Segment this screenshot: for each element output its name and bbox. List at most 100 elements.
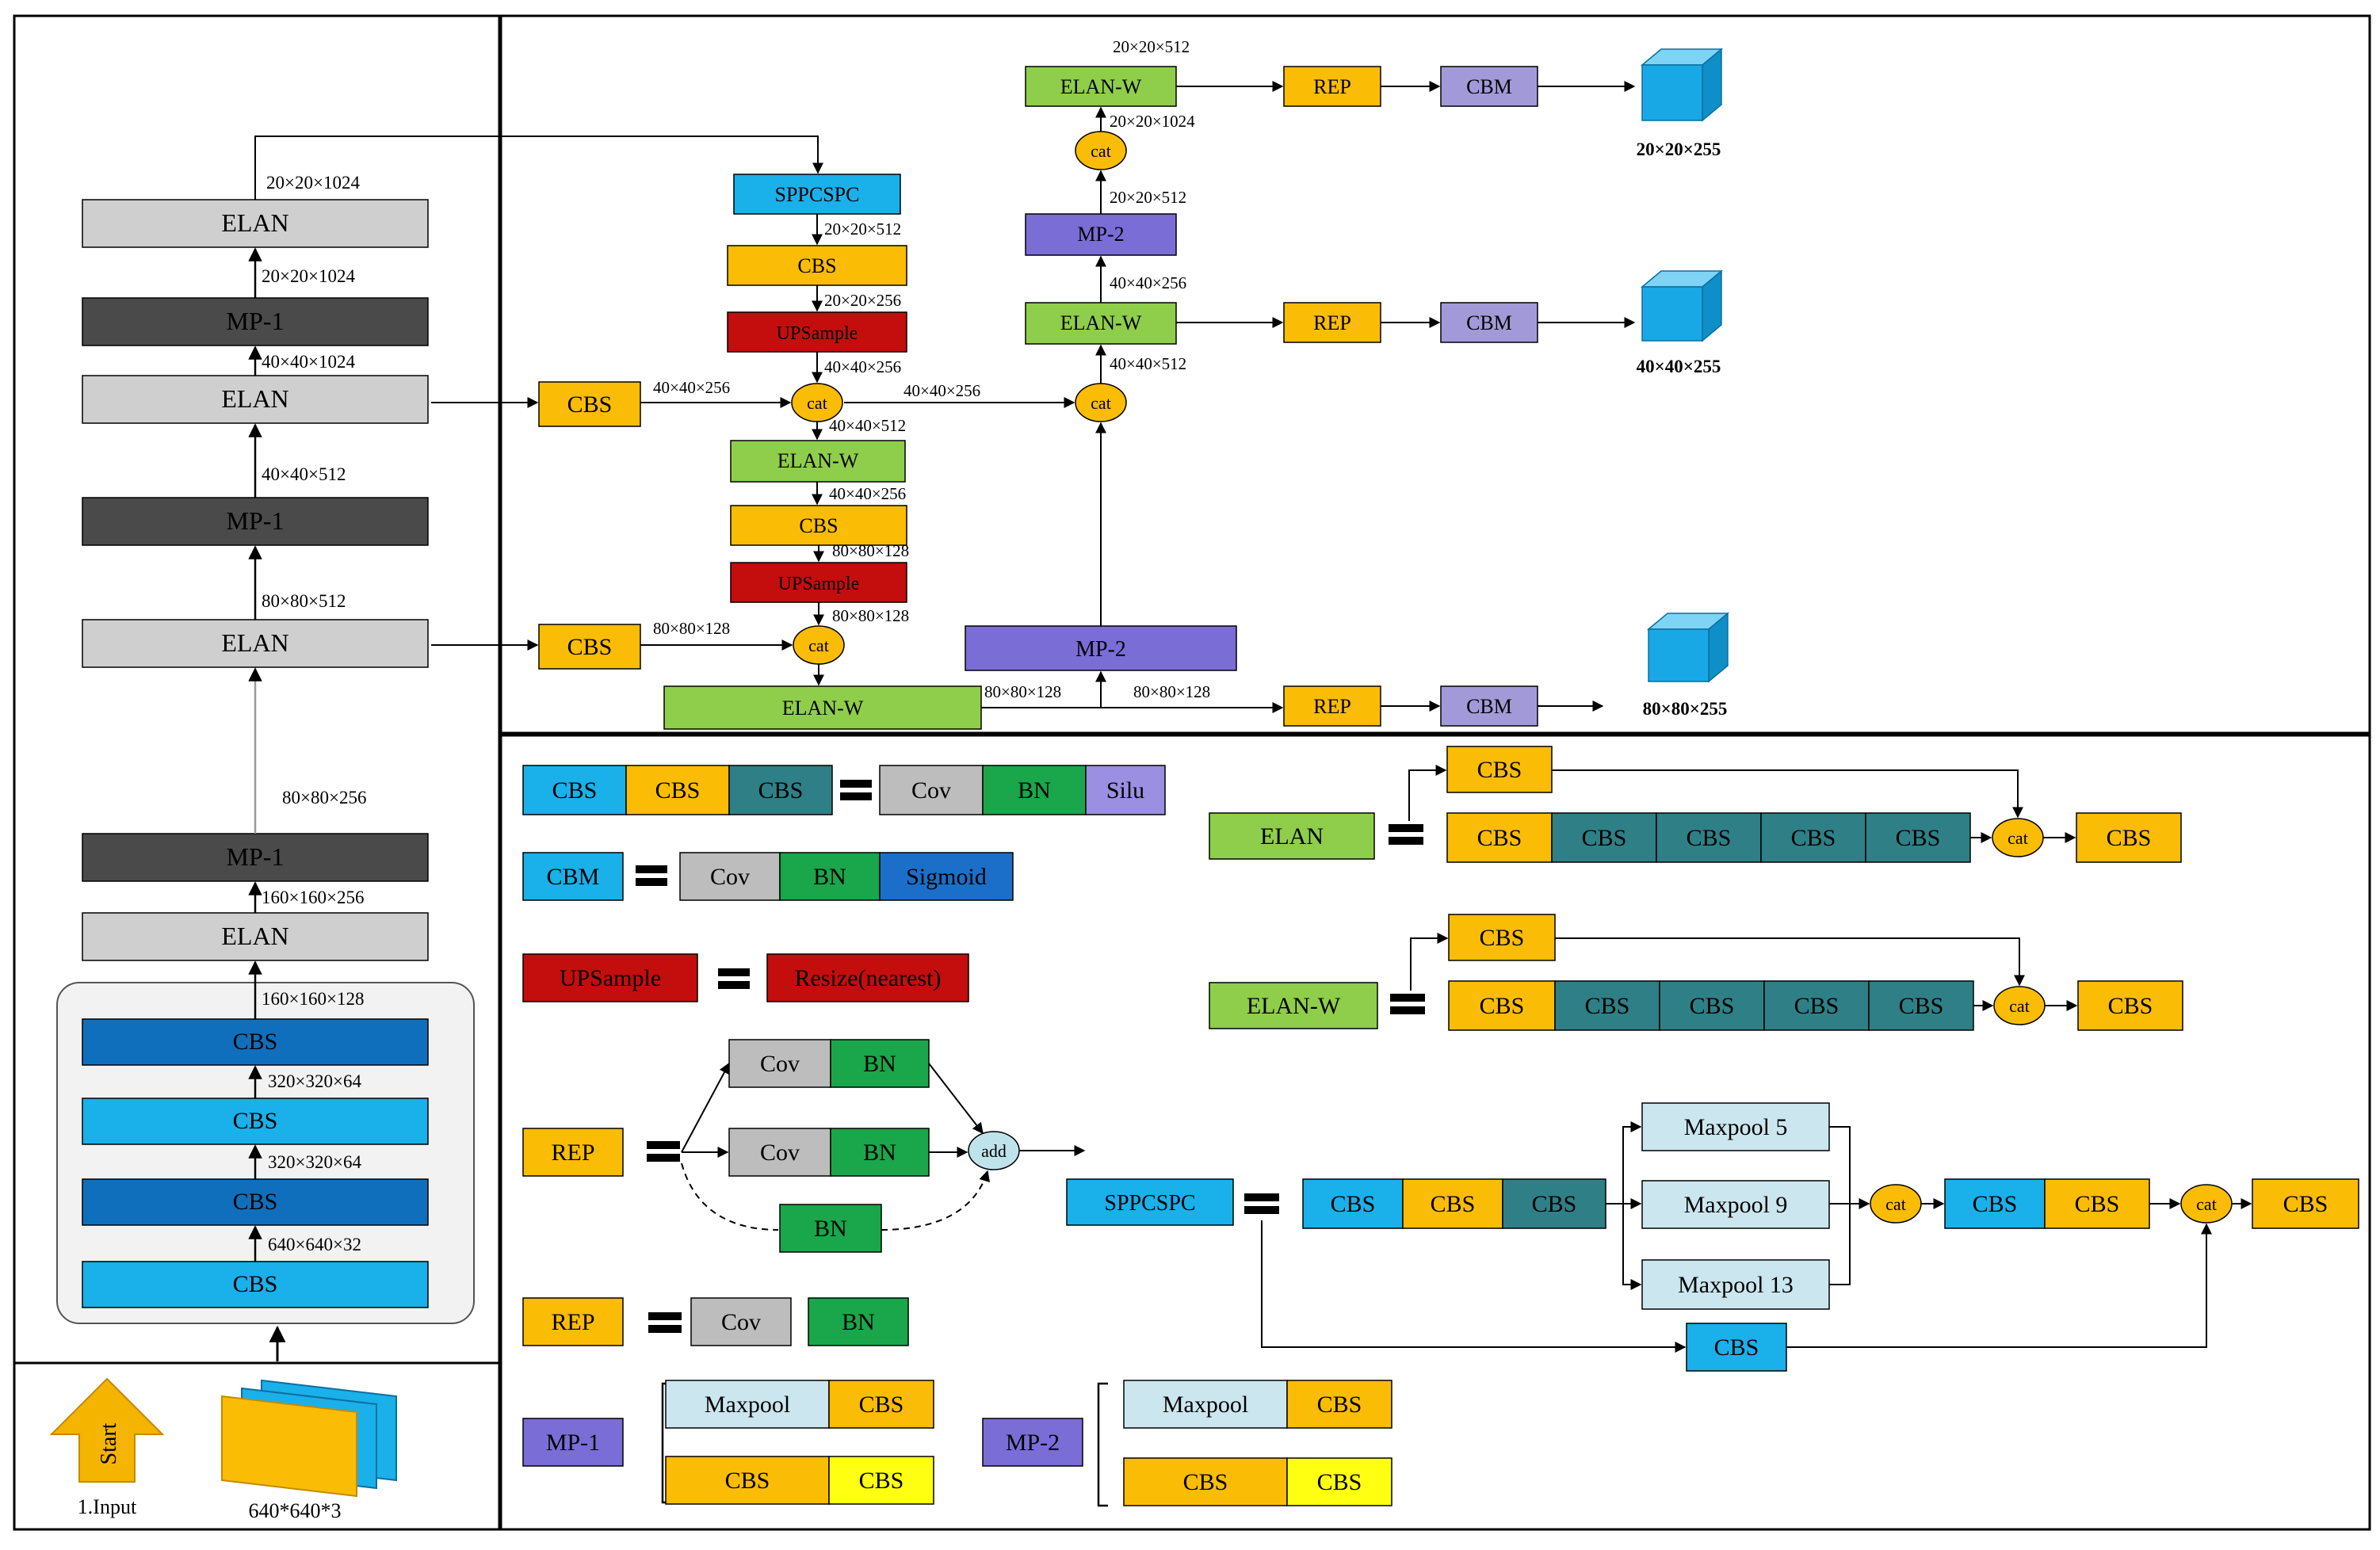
svg-text:Sigmoid: Sigmoid xyxy=(906,864,987,890)
svg-text:CBS: CBS xyxy=(655,777,701,804)
svg-text:80×80×512: 80×80×512 xyxy=(262,591,346,611)
legend-sppcspc: SPPCSPC CBS CBS CBS Maxpool 5 Maxpool 9 … xyxy=(1066,1102,2359,1372)
svg-text:SPPCSPC: SPPCSPC xyxy=(775,183,860,206)
svg-text:ELAN: ELAN xyxy=(1260,823,1324,849)
legend-cbm-row: CBM Cov BN Sigmoid xyxy=(522,852,1014,901)
equals-icon xyxy=(840,780,872,788)
svg-text:80×80×128: 80×80×128 xyxy=(1133,682,1210,701)
svg-text:CBS: CBS xyxy=(1477,825,1522,851)
svg-text:ELAN: ELAN xyxy=(221,628,288,657)
svg-text:640×640×32: 640×640×32 xyxy=(268,1235,361,1254)
svg-text:CBM: CBM xyxy=(547,864,600,890)
svg-text:CBS: CBS xyxy=(567,634,613,660)
svg-text:CBS: CBS xyxy=(1431,1191,1476,1217)
backbone-dim-labels: 640×640×32 320×320×64 320×320×64 160×160… xyxy=(262,173,366,1254)
svg-text:ELAN-W: ELAN-W xyxy=(1247,993,1341,1019)
svg-text:CBS: CBS xyxy=(1477,757,1522,783)
head-elan-w-3: ELAN-W xyxy=(1025,302,1177,345)
start-label: Start xyxy=(97,1422,121,1464)
svg-text:Maxpool: Maxpool xyxy=(1163,1392,1248,1418)
output-cube-80-icon xyxy=(1646,612,1730,683)
svg-text:CBS: CBS xyxy=(2075,1191,2120,1217)
svg-text:80×80×256: 80×80×256 xyxy=(282,788,366,807)
svg-text:CBS: CBS xyxy=(1317,1392,1362,1418)
svg-text:Cov: Cov xyxy=(760,1051,800,1077)
legend-elan-w: ELAN-W CBS CBS CBS CBS CBS CBS cat CBS xyxy=(1209,914,2183,1031)
svg-text:20×20×256: 20×20×256 xyxy=(824,291,901,310)
svg-text:Cov: Cov xyxy=(721,1309,761,1335)
svg-text:CBS: CBS xyxy=(1687,825,1732,851)
svg-text:CBS: CBS xyxy=(233,1029,278,1055)
svg-text:CBM: CBM xyxy=(1466,75,1512,98)
svg-text:80×80×128: 80×80×128 xyxy=(832,606,909,625)
output-20-label: 20×20×255 xyxy=(1637,139,1721,159)
equals-icon xyxy=(1389,824,1423,832)
legend-cbs-row: CBS CBS CBS Cov BN Silu xyxy=(522,765,1166,815)
head-dim-labels: 20×20×512 20×20×1024 20×20×512 40×40×256… xyxy=(653,37,1210,701)
svg-text:cat: cat xyxy=(1091,393,1111,413)
svg-text:CBS: CBS xyxy=(1480,993,1525,1019)
output-cube-20-icon xyxy=(1640,48,1724,122)
backbone-elan-4: ELAN xyxy=(82,199,429,248)
svg-text:CBS: CBS xyxy=(758,777,804,804)
svg-text:cat: cat xyxy=(2008,828,2028,848)
head-upsample-2: UPSample xyxy=(730,562,907,603)
stem-group-frame xyxy=(56,982,475,1324)
svg-text:Cov: Cov xyxy=(911,777,951,804)
legend-rep-train: REP Cov BN Cov BN BN add xyxy=(522,1039,1020,1253)
svg-text:ELAN-W: ELAN-W xyxy=(777,449,859,472)
backbone-elan-2: ELAN xyxy=(82,619,429,668)
svg-text:CBS: CBS xyxy=(1317,1469,1362,1495)
svg-text:Cov: Cov xyxy=(710,864,750,890)
svg-text:cat: cat xyxy=(807,393,827,413)
input-image-stack-icon xyxy=(221,1379,397,1498)
input-dims: 640*640*3 xyxy=(249,1499,342,1522)
svg-text:80×80×128: 80×80×128 xyxy=(984,682,1061,701)
legend-elan: ELAN CBS CBS CBS CBS CBS CBS cat CBS xyxy=(1209,746,2182,863)
equals-icon xyxy=(636,865,667,873)
svg-text:160×160×128: 160×160×128 xyxy=(262,989,364,1009)
svg-text:ELAN-W: ELAN-W xyxy=(1060,311,1142,334)
svg-text:BN: BN xyxy=(863,1051,896,1077)
svg-text:UPSample: UPSample xyxy=(778,574,860,594)
legend-rep-connectors xyxy=(681,1062,1086,1231)
svg-text:CBS: CBS xyxy=(1690,993,1735,1019)
head-cbm-20: CBM xyxy=(1440,66,1538,107)
head-cbs-2: CBS xyxy=(730,505,907,546)
head-mp2-1: MP-2 xyxy=(965,625,1237,671)
output-40-label: 40×40×255 xyxy=(1637,357,1721,376)
svg-text:CBS: CBS xyxy=(1331,1191,1376,1217)
svg-text:REP: REP xyxy=(1313,695,1351,718)
backbone-mp1-3: MP-1 xyxy=(82,297,429,346)
svg-text:ELAN-W: ELAN-W xyxy=(782,697,864,720)
start-arrow-icon: Start xyxy=(49,1377,165,1483)
svg-text:MP-1: MP-1 xyxy=(546,1430,600,1456)
input-panel-frame xyxy=(13,1361,501,1531)
head-cbm-40: CBM xyxy=(1440,302,1538,343)
svg-text:CBM: CBM xyxy=(1466,311,1512,334)
svg-text:CBS: CBS xyxy=(1585,993,1630,1019)
svg-text:320×320×64: 320×320×64 xyxy=(268,1071,361,1091)
head-cat-1: cat xyxy=(791,383,843,422)
svg-text:20×20×1024: 20×20×1024 xyxy=(266,173,360,193)
svg-text:UPSample: UPSample xyxy=(560,965,661,991)
svg-text:40×40×1024: 40×40×1024 xyxy=(262,352,355,372)
svg-text:REP: REP xyxy=(1313,311,1351,334)
head-panel-frame xyxy=(499,14,2371,735)
legend-elan-connectors xyxy=(1408,765,2076,843)
svg-text:MP-1: MP-1 xyxy=(227,307,285,335)
svg-text:CBS: CBS xyxy=(1183,1469,1228,1495)
svg-text:CBS: CBS xyxy=(2108,993,2153,1019)
head-rep-20: REP xyxy=(1283,66,1381,107)
svg-text:40×40×256: 40×40×256 xyxy=(903,381,980,400)
head-cbs-1: CBS xyxy=(727,245,907,286)
equals-icon xyxy=(1244,1193,1279,1201)
svg-text:Maxpool 5: Maxpool 5 xyxy=(1684,1114,1788,1140)
svg-text:REP: REP xyxy=(551,1309,594,1335)
backbone-cbs-2: CBS xyxy=(82,1178,429,1226)
svg-text:20×20×1024: 20×20×1024 xyxy=(262,266,355,286)
svg-text:CBS: CBS xyxy=(1794,993,1839,1019)
svg-text:CBS: CBS xyxy=(1714,1334,1759,1361)
head-elan-w-1: ELAN-W xyxy=(730,440,906,483)
